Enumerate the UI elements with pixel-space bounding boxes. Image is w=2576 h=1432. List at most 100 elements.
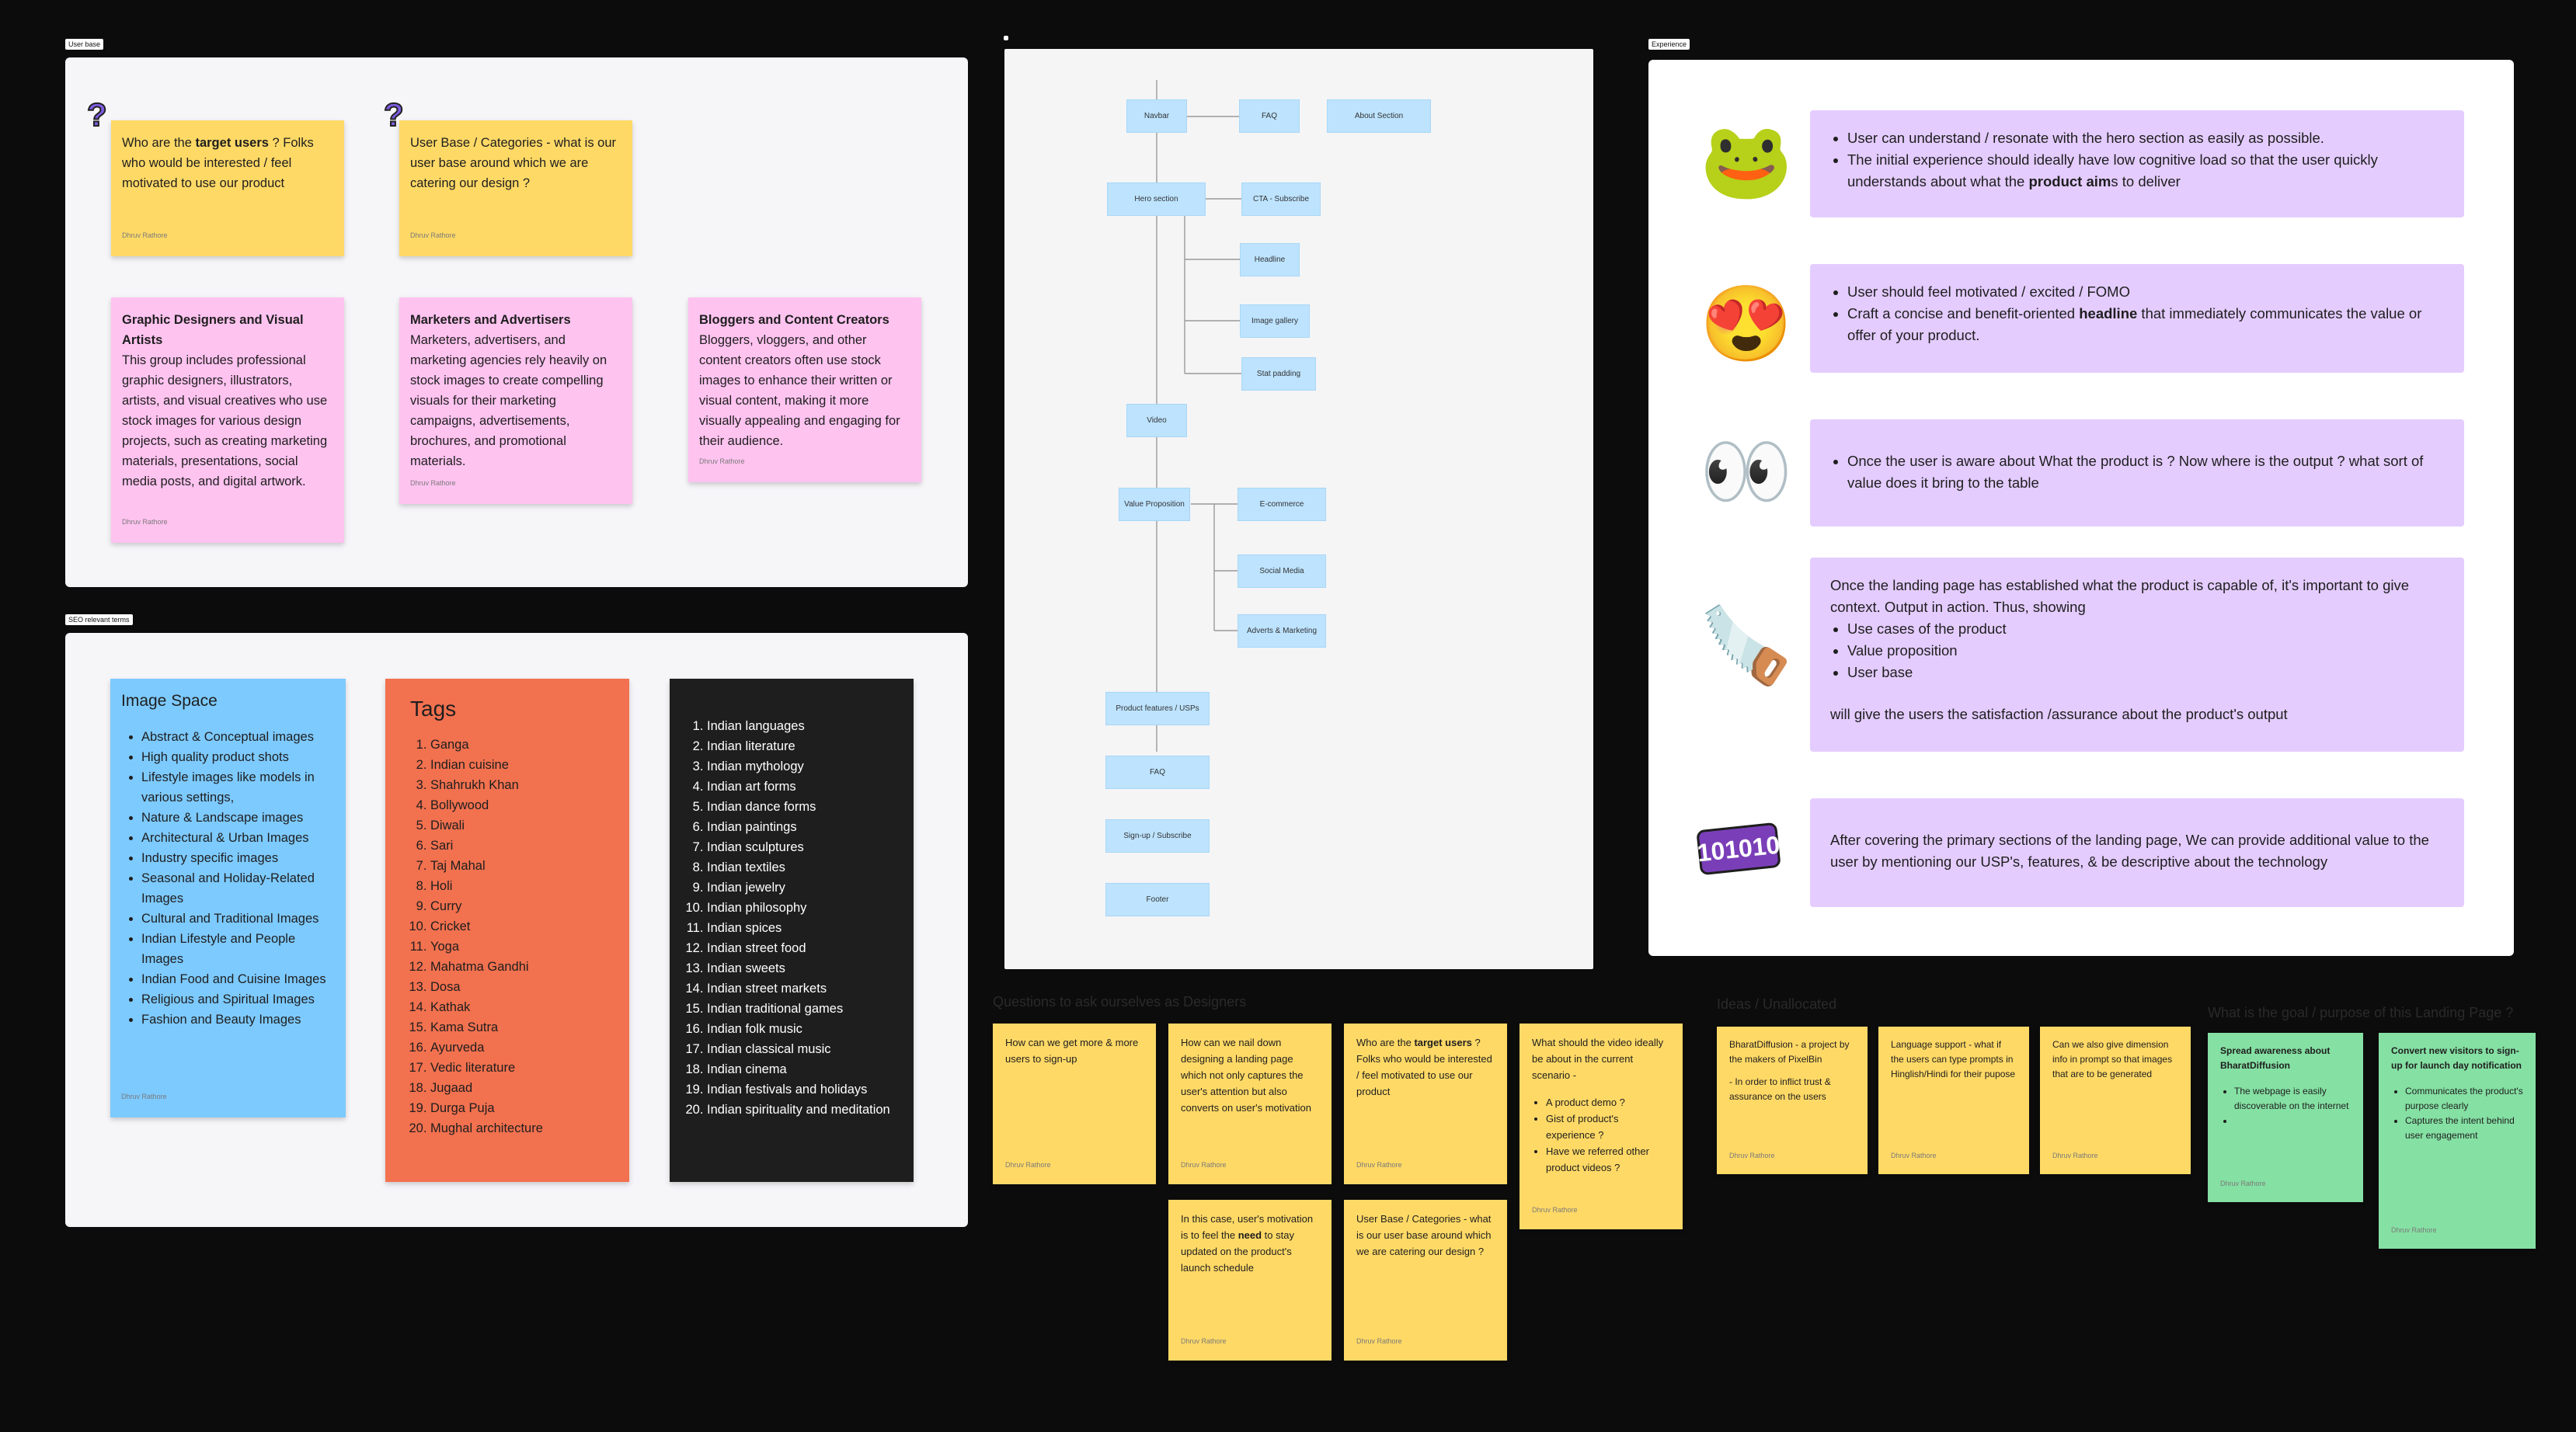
- sticky-author: Dhruv Rathore: [1005, 1161, 1051, 1169]
- saw-wood-emoji-icon: 🪚: [1700, 604, 1793, 687]
- heart-eyes-emoji-icon: 😍: [1700, 283, 1793, 366]
- list-item: Cricket: [430, 916, 604, 937]
- sticky-question-signups[interactable]: How can we get more & more users to sign…: [993, 1024, 1156, 1184]
- sticky-tags[interactable]: Tags GangaIndian cuisineShahrukh KhanBol…: [385, 679, 629, 1182]
- experience-card-usp[interactable]: After covering the primary sections of t…: [1810, 798, 2464, 907]
- sticky-image-space[interactable]: Image Space Abstract & Conceptual images…: [110, 679, 346, 1117]
- sticky-goal-awareness[interactable]: Spread awareness about BharatDiffusion T…: [2208, 1033, 2363, 1202]
- flow-node-headline[interactable]: Headline: [1240, 243, 1300, 276]
- sticky-goal-convert[interactable]: Convert new visitors to sign-up for laun…: [2379, 1033, 2536, 1249]
- frame-label-user-base[interactable]: User base: [65, 39, 104, 50]
- sticky-idea-bharat-diffusion[interactable]: BharatDiffusion - a project by the maker…: [1717, 1027, 1868, 1174]
- list-item: Have we referred other product videos ?: [1546, 1143, 1670, 1176]
- flow-node-faq-top[interactable]: FAQ: [1239, 99, 1300, 133]
- list-item: The webpage is easily discoverable on th…: [2234, 1084, 2351, 1114]
- list-item: Seasonal and Holiday-Related Images: [141, 868, 335, 909]
- sticky-marketers[interactable]: Marketers and Advertisers Marketers, adv…: [399, 297, 632, 504]
- eyes-emoji-icon: 👀: [1700, 430, 1793, 513]
- list-item: User can understand / resonate with the …: [1847, 127, 2444, 149]
- flow-node-hero[interactable]: Hero section: [1107, 182, 1206, 216]
- sticky-user-base-categories[interactable]: User Base / Categories - what is our use…: [399, 120, 632, 256]
- list-item: Communicates the product's purpose clear…: [2405, 1084, 2523, 1114]
- list-item: Indian street food: [707, 938, 896, 958]
- experience-card-motivation[interactable]: User should feel motivated / excited / F…: [1810, 264, 2464, 373]
- flow-node-faq[interactable]: FAQ: [1105, 756, 1210, 789]
- sticky-author: Dhruv Rathore: [122, 231, 168, 239]
- list-item: Bollywood: [430, 795, 604, 815]
- tags-title: Tags: [410, 697, 457, 721]
- frog-emoji-icon: 🐸: [1700, 120, 1793, 203]
- flow-node-footer[interactable]: Footer: [1105, 883, 1210, 916]
- flow-node-value[interactable]: Value Proposition: [1119, 488, 1190, 521]
- list-item: Ayurveda: [430, 1038, 604, 1058]
- frame-label-flow[interactable]: [1004, 36, 1008, 40]
- sticky-author: Dhruv Rathore: [1356, 1337, 1402, 1345]
- sticky-author: Dhruv Rathore: [699, 457, 745, 465]
- frame-label-seo[interactable]: SEO relevant terms: [65, 614, 133, 625]
- list-item: Architectural & Urban Images: [141, 828, 335, 848]
- flow-node-cta[interactable]: CTA - Subscribe: [1241, 182, 1321, 216]
- list-item: Abstract & Conceptual images: [141, 727, 335, 747]
- sticky-idea-dimension[interactable]: Can we also give dimension info in promp…: [2040, 1027, 2191, 1174]
- list-item: Indian languages: [707, 716, 896, 736]
- list-item: Sari: [430, 836, 604, 856]
- flow-node-features[interactable]: Product features / USPs: [1105, 692, 1210, 725]
- section-title-questions: Questions to ask ourselves as Designers: [993, 994, 1247, 1010]
- flow-node-navbar[interactable]: Navbar: [1126, 99, 1187, 133]
- list-item: Vedic literature: [430, 1058, 604, 1078]
- sticky-bloggers[interactable]: Bloggers and Content Creators Bloggers, …: [688, 297, 921, 482]
- list-item: Indian mythology: [707, 756, 896, 777]
- list-item: Holi: [430, 876, 604, 896]
- flow-node-adverts[interactable]: Adverts & Marketing: [1238, 614, 1326, 648]
- experience-card-output[interactable]: Once the user is aware about What the pr…: [1810, 419, 2464, 527]
- sticky-question-target-users[interactable]: Who are the target users ? Folks who wou…: [1344, 1024, 1507, 1184]
- list-item: The initial experience should ideally ha…: [1847, 149, 2444, 193]
- list-item: Mughal architecture: [430, 1118, 604, 1138]
- sticky-question-landing-page[interactable]: How can we nail down designing a landing…: [1168, 1024, 1332, 1184]
- list-item: Religious and Spiritual Images: [141, 989, 335, 1010]
- sticky-indian-topics[interactable]: Indian languagesIndian literatureIndian …: [670, 679, 914, 1182]
- section-title-goal: What is the goal / purpose of this Landi…: [2208, 1005, 2514, 1020]
- list-item: Curry: [430, 896, 604, 916]
- flow-node-video[interactable]: Video: [1126, 404, 1187, 437]
- sticky-author: Dhruv Rathore: [1729, 1152, 1775, 1159]
- list-item: Gist of product's experience ?: [1546, 1110, 1670, 1143]
- sticky-question-motivation[interactable]: In this case, user's motivation is to fe…: [1168, 1200, 1332, 1361]
- list-item: Indian dance forms: [707, 797, 896, 817]
- list-item: Indian jewelry: [707, 878, 896, 898]
- sticky-target-users[interactable]: Who are the target users ? Folks who wou…: [111, 120, 344, 256]
- sticky-idea-language[interactable]: Language support - what if the users can…: [1878, 1027, 2029, 1174]
- sticky-question-video[interactable]: What should the video ideally be about i…: [1519, 1024, 1683, 1229]
- sticky-author: Dhruv Rathore: [2220, 1180, 2266, 1187]
- experience-card-context[interactable]: Once the landing page has established wh…: [1810, 558, 2464, 752]
- list-item: Indian sweets: [707, 958, 896, 978]
- flow-node-social[interactable]: Social Media: [1238, 554, 1326, 588]
- flow-connectors: [1156, 80, 1241, 752]
- question-mark-icon: ?: [86, 96, 108, 134]
- frame-label-experience[interactable]: Experience: [1648, 39, 1690, 50]
- sticky-author: Dhruv Rathore: [122, 518, 168, 526]
- list-item: Indian festivals and holidays: [707, 1079, 896, 1100]
- flow-node-gallery[interactable]: Image gallery: [1240, 304, 1310, 338]
- list-item: Kathak: [430, 997, 604, 1017]
- experience-card-hero[interactable]: User can understand / resonate with the …: [1810, 110, 2464, 217]
- list-item: Indian cuisine: [430, 755, 604, 775]
- flow-node-about[interactable]: About Section: [1327, 99, 1431, 133]
- flow-node-stat[interactable]: Stat padding: [1241, 357, 1316, 391]
- list-item: Indian spirituality and meditation: [707, 1100, 896, 1120]
- image-space-list: Abstract & Conceptual imagesHigh quality…: [121, 727, 335, 1030]
- list-item: Indian paintings: [707, 817, 896, 837]
- list-item: [2234, 1114, 2351, 1128]
- sticky-graphic-designers[interactable]: Graphic Designers and Visual Artists Thi…: [111, 297, 344, 543]
- list-item: Indian spices: [707, 918, 896, 938]
- sticky-question-user-base[interactable]: User Base / Categories - what is our use…: [1344, 1200, 1507, 1361]
- flow-node-ecom[interactable]: E-commerce: [1238, 488, 1326, 521]
- list-item: User base: [1847, 662, 2444, 683]
- list-item: A product demo ?: [1546, 1094, 1670, 1110]
- sticky-author: Dhruv Rathore: [121, 1093, 167, 1100]
- list-item: Indian art forms: [707, 777, 896, 797]
- sticky-author: Dhruv Rathore: [1181, 1337, 1227, 1345]
- list-item: Indian philosophy: [707, 898, 896, 918]
- list-item: Captures the intent behind user engageme…: [2405, 1114, 2523, 1143]
- flow-node-signup[interactable]: Sign-up / Subscribe: [1105, 819, 1210, 853]
